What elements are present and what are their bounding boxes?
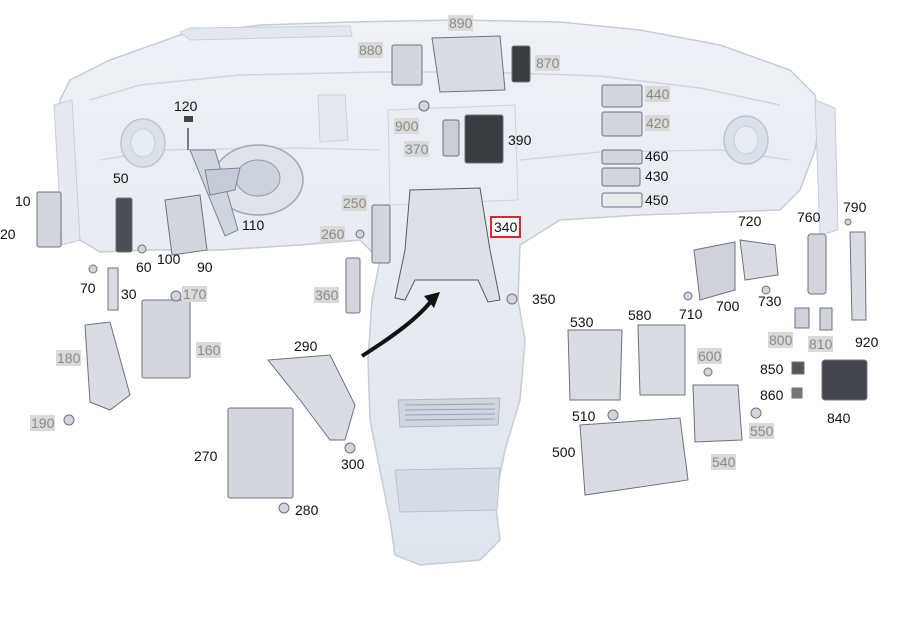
label-part-120[interactable]: 120: [174, 98, 198, 114]
label-part-360[interactable]: 360: [314, 287, 340, 303]
label-part-890[interactable]: 890: [448, 15, 474, 31]
label-part-880[interactable]: 880: [358, 42, 384, 58]
label-part-260[interactable]: 260: [320, 226, 346, 242]
label-part-860[interactable]: 860: [760, 387, 784, 403]
label-part-600[interactable]: 600: [697, 348, 723, 364]
label-part-420[interactable]: 420: [645, 115, 671, 131]
label-part-800[interactable]: 800: [768, 332, 794, 348]
label-part-580[interactable]: 580: [628, 307, 652, 323]
label-part-390[interactable]: 390: [508, 132, 532, 148]
label-part-370[interactable]: 370: [404, 141, 430, 157]
label-part-450[interactable]: 450: [645, 192, 669, 208]
label-part-430[interactable]: 430: [645, 168, 669, 184]
label-part-190[interactable]: 190: [30, 415, 56, 431]
label-part-790[interactable]: 790: [843, 199, 867, 215]
label-part-840[interactable]: 840: [827, 410, 851, 426]
control-modules: [36, 35, 868, 514]
label-part-160[interactable]: 160: [196, 342, 222, 358]
label-part-870[interactable]: 870: [535, 55, 561, 71]
label-part-720[interactable]: 720: [738, 213, 762, 229]
pointer-arrow-head: [424, 292, 440, 308]
label-part-810[interactable]: 810: [808, 336, 834, 352]
label-part-340-highlighted[interactable]: 340: [490, 216, 522, 238]
label-part-50[interactable]: 50: [113, 170, 129, 186]
label-part-350[interactable]: 350: [532, 291, 556, 307]
pointer-arrow: [360, 298, 434, 358]
label-part-510[interactable]: 510: [572, 408, 596, 424]
label-part-540[interactable]: 540: [711, 454, 737, 470]
steering-column-module: [184, 116, 304, 237]
label-part-530[interactable]: 530: [570, 314, 594, 330]
label-part-30[interactable]: 30: [121, 286, 137, 302]
label-part-180[interactable]: 180: [56, 350, 82, 366]
label-part-300[interactable]: 300: [341, 456, 365, 472]
label-part-460[interactable]: 460: [645, 148, 669, 164]
label-part-100[interactable]: 100: [157, 251, 181, 267]
label-part-850[interactable]: 850: [760, 361, 784, 377]
label-part-290[interactable]: 290: [294, 338, 318, 354]
label-part-900[interactable]: 900: [394, 118, 420, 134]
label-part-90[interactable]: 90: [197, 259, 213, 275]
label-part-920[interactable]: 920: [855, 334, 879, 350]
label-part-700[interactable]: 700: [716, 298, 740, 314]
label-part-550[interactable]: 550: [749, 423, 775, 439]
label-part-250[interactable]: 250: [342, 195, 368, 211]
label-part-760[interactable]: 760: [797, 209, 821, 225]
label-part-500[interactable]: 500: [552, 444, 576, 460]
label-part-10[interactable]: 10: [15, 193, 31, 209]
label-part-270[interactable]: 270: [194, 448, 218, 464]
label-part-710[interactable]: 710: [679, 306, 703, 322]
label-part-170[interactable]: 170: [182, 286, 208, 302]
label-part-110[interactable]: 110: [242, 217, 265, 233]
label-part-20[interactable]: 20: [0, 226, 16, 242]
label-part-440[interactable]: 440: [645, 86, 671, 102]
label-part-70[interactable]: 70: [80, 280, 96, 296]
label-part-280[interactable]: 280: [295, 502, 319, 518]
label-part-730[interactable]: 730: [758, 293, 782, 309]
label-part-60[interactable]: 60: [136, 259, 152, 275]
